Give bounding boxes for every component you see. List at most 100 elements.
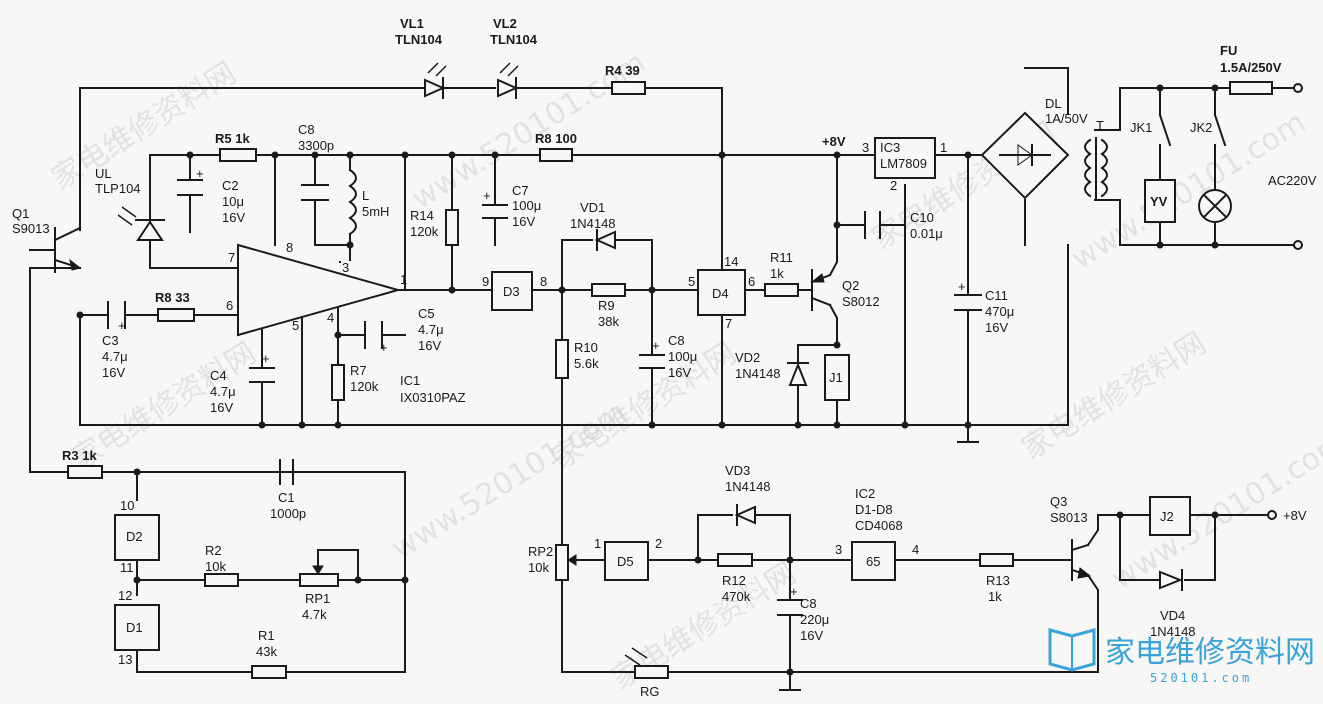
resistor-r8-33: [157, 308, 195, 322]
gate-d3: [491, 271, 533, 311]
gate-65: [851, 541, 896, 581]
label-ic3-p3: 3: [862, 140, 869, 155]
capacitor-c5: +: [364, 321, 388, 355]
resistor-r10: [555, 339, 569, 379]
label-d3-p8: 8: [540, 274, 547, 289]
resistor-r5: [219, 148, 257, 162]
label-r2: R2: [205, 543, 222, 558]
label-r10: R10: [574, 340, 598, 355]
capacitor-c4: +: [249, 351, 275, 383]
label-ic2-sub: D1-D8: [855, 502, 893, 517]
label-c3: C3: [102, 333, 119, 348]
label-ic3-p1: 1: [940, 140, 947, 155]
label-jk1: JK1: [1130, 120, 1152, 135]
gate-d4: [697, 269, 746, 316]
label-d2: D2: [126, 529, 143, 544]
label-c7: C7: [512, 183, 529, 198]
capacitor-c8-bottom: +: [777, 584, 803, 616]
label-r9-val: 38k: [598, 314, 619, 329]
label-vd1-part: 1N4148: [570, 216, 616, 231]
label-r5: R5 1k: [215, 131, 250, 146]
label-vd3: VD3: [725, 463, 750, 478]
relay-j2: [1149, 496, 1191, 536]
label-j1: J1: [829, 370, 843, 385]
label-d2-p10: 10: [120, 498, 134, 513]
label-c8-bot-v2: 16V: [800, 628, 823, 643]
book-icon: [1048, 628, 1096, 672]
label-vd2-part: 1N4148: [735, 366, 781, 381]
label-r8b: R8 33: [155, 290, 190, 305]
label-vd4-part: 1N4148: [1150, 624, 1196, 639]
label-d4-p6: 6: [748, 274, 755, 289]
label-c8-top: C8: [298, 122, 315, 137]
lamp-icon: [1198, 189, 1232, 223]
label-p7: 7: [228, 250, 235, 265]
label-p8: 8: [286, 240, 293, 255]
label-r1-val: 43k: [256, 644, 277, 659]
label-p6: 6: [226, 298, 233, 313]
label-r10-val: 5.6k: [574, 356, 599, 371]
label-plus8v: +8V: [822, 134, 846, 149]
label-vd3-part: 1N4148: [725, 479, 771, 494]
capacitor-c1: [279, 459, 294, 485]
diode-vd3: [734, 504, 756, 526]
label-r12: R12: [722, 573, 746, 588]
label-d1: D1: [126, 620, 143, 635]
svg-text:+: +: [380, 340, 388, 355]
resistor-r8-100: [539, 148, 573, 162]
label-d3: D3: [503, 284, 520, 299]
label-d5: D5: [617, 554, 634, 569]
label-j2: J2: [1160, 509, 1174, 524]
label-q3: Q3: [1050, 494, 1067, 509]
junction-dots: [76, 84, 1219, 676]
regulator-ic3: [874, 137, 936, 179]
svg-text:+: +: [196, 166, 204, 181]
terminal: [1293, 83, 1303, 93]
logo-url: 520101.com: [1150, 671, 1252, 685]
gate-d1: [114, 604, 160, 651]
label-vl2-part: TLN104: [490, 32, 538, 47]
watermark-text: 家电维修资料网: [1016, 326, 1213, 467]
label-dl: DL: [1045, 96, 1062, 111]
resistor-r11: [764, 283, 799, 297]
valve-yv: [1144, 179, 1176, 223]
label-r8: R8 100: [535, 131, 577, 146]
resistor-r2: [204, 573, 239, 587]
label-c7-v2: 16V: [512, 214, 535, 229]
photo-detector-ul: [117, 189, 165, 241]
label-vd1: VD1: [580, 200, 605, 215]
label-d2-p11: 11: [120, 560, 134, 575]
label-vd2: VD2: [735, 350, 760, 365]
label-ul-part: TLP104: [95, 181, 141, 196]
resistor-r9: [591, 283, 626, 297]
label-c5-v1: 4.7μ: [418, 322, 444, 337]
label-r7: R7: [350, 363, 367, 378]
label-c4-v1: 4.7μ: [210, 384, 236, 399]
label-d3-p9: 9: [482, 274, 489, 289]
label-r3: R3 1k: [62, 448, 97, 463]
resistor-r13: [979, 553, 1014, 567]
led-vl2: [497, 62, 519, 99]
label-l: L: [362, 188, 369, 203]
label-c8-mid: C8: [668, 333, 685, 348]
label-vl1: VL1: [400, 16, 424, 31]
label-d4-p5: 5: [688, 274, 695, 289]
label-ic3: IC3: [880, 140, 900, 155]
svg-text:+: +: [483, 188, 491, 203]
label-c8-top-val: 3300p: [298, 138, 334, 153]
label-c4: C4: [210, 368, 227, 383]
label-c2-v1: 10μ: [222, 194, 244, 209]
label-fu-val: 1.5A/250V: [1220, 60, 1282, 75]
label-fu: FU: [1220, 43, 1237, 58]
label-c1: C1: [278, 490, 295, 505]
capacitor-c3: +: [107, 301, 126, 333]
label-ul: UL: [95, 166, 112, 181]
label-rp2: RP2: [528, 544, 553, 559]
label-c5: C5: [418, 306, 435, 321]
label-rp1: RP1: [305, 591, 330, 606]
label-r7-val: 120k: [350, 379, 379, 394]
label-c10-val: 0.01μ: [910, 226, 943, 241]
label-rp1-val: 4.7k: [302, 607, 327, 622]
label-d4-p7: 7: [725, 316, 732, 331]
